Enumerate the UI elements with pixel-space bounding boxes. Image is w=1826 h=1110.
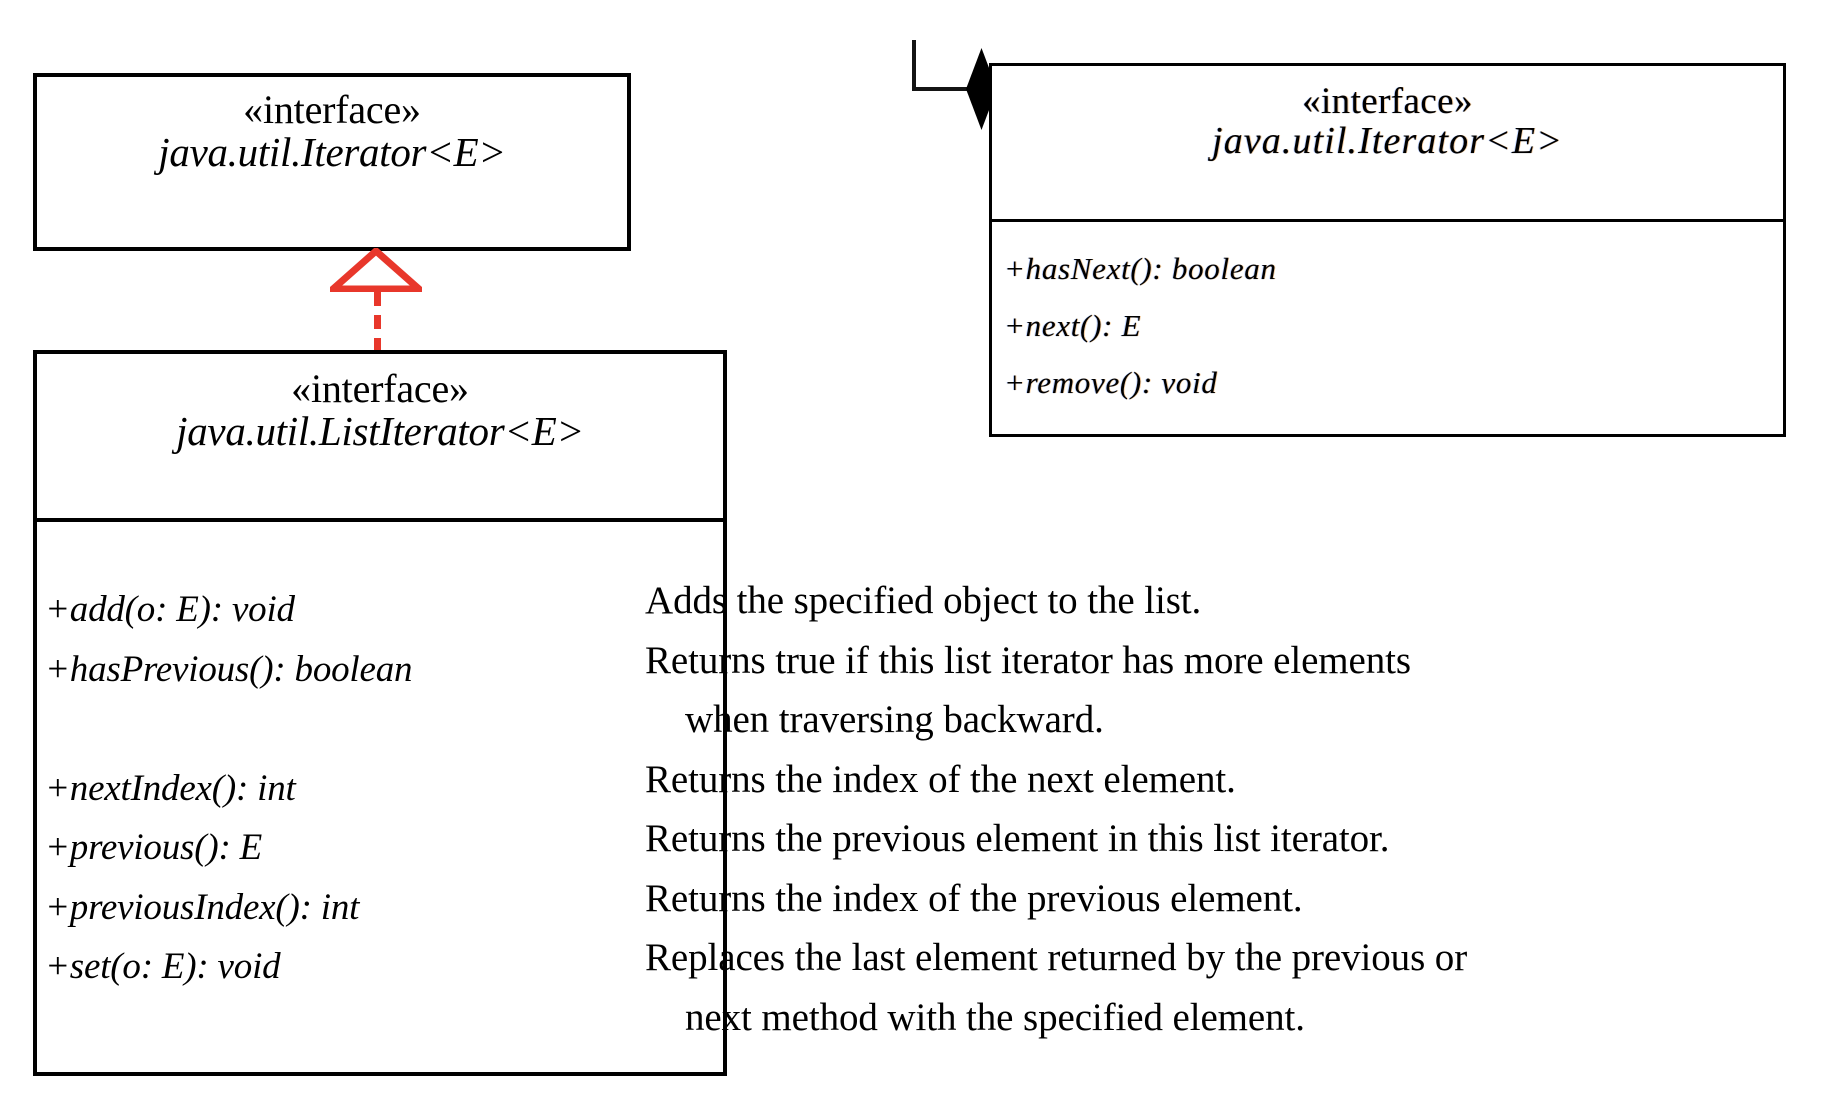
description-line: Returns the index of the previous elemen… (645, 876, 1303, 920)
description-line: Returns true if this list iterator has m… (645, 638, 1411, 682)
class-header-iterator-detail: «interface» java.util.Iterator<E> (992, 66, 1783, 219)
compartment-divider (37, 518, 723, 522)
description-line: Returns the index of the next element. (645, 757, 1236, 801)
method-description: Returns the index of the next element. (645, 750, 1765, 810)
description-line: Returns the previous element in this lis… (645, 817, 1390, 860)
description-line: Replaces the last element returned by th… (645, 936, 1468, 979)
stereotype-label: «interface» (243, 87, 421, 132)
stereotype-label: «interface» (291, 366, 469, 411)
class-header-listiterator: «interface» java.util.ListIterator<E> (37, 354, 723, 518)
description-continuation-line: next method with the specified element. (685, 995, 1305, 1039)
compartment-divider (992, 219, 1783, 222)
connector-stub-horizontal (912, 87, 996, 91)
method-row: +previous(): E (45, 827, 263, 868)
method-row: +add(o: E): void (45, 589, 295, 630)
class-name-label: java.util.ListIterator<E> (176, 408, 584, 455)
method-descriptions-column: Adds the specified object to the list. Re… (645, 571, 1765, 1047)
method-description: Returns the index of the previous elemen… (645, 869, 1765, 929)
hollow-triangle-arrowhead-icon (330, 248, 422, 292)
method-row: +next(): E (1004, 308, 1142, 343)
method-description: Returns true if this list iterator has m… (645, 631, 1765, 750)
method-row: +hasNext(): boolean (1004, 251, 1277, 286)
class-name-label: java.util.Iterator<E> (158, 129, 506, 176)
description-line: Adds the specified object to the list. (645, 579, 1202, 622)
class-box-listiterator: «interface» java.util.ListIterator<E> +a… (33, 350, 727, 1076)
method-description: Replaces the last element returned by th… (645, 928, 1765, 1047)
method-row: +nextIndex(): int (45, 767, 296, 809)
method-row: +set(o: E): void (45, 946, 281, 987)
class-box-iterator-detail: «interface» java.util.Iterator<E> +hasNe… (989, 63, 1786, 437)
description-continuation-line: when traversing backward. (685, 698, 1104, 741)
method-description: Returns the previous element in this lis… (645, 809, 1765, 869)
class-name-label: java.util.Iterator<E> (1212, 120, 1563, 163)
connector-stub-vertical (912, 40, 916, 88)
stereotype-label: «interface» (1302, 81, 1473, 122)
class-header-iterator-supertype: «interface» java.util.Iterator<E> (37, 77, 627, 175)
method-row: +remove(): void (1004, 365, 1218, 400)
method-description: Adds the specified object to the list. (645, 571, 1765, 631)
class-box-iterator-supertype: «interface» java.util.Iterator<E> (33, 73, 631, 251)
generalization-arrow-to-iterator (330, 248, 430, 352)
method-compartment-iterator-detail: +hasNext(): boolean +next(): E +remove(): … (992, 222, 1783, 411)
method-row: +previousIndex(): int (45, 886, 360, 928)
method-row: +hasPrevious(): boolean (45, 648, 413, 690)
method-compartment-listiterator: +add(o: E): void+hasPrevious(): booleans… (37, 522, 723, 997)
dashed-realization-line (374, 292, 381, 352)
